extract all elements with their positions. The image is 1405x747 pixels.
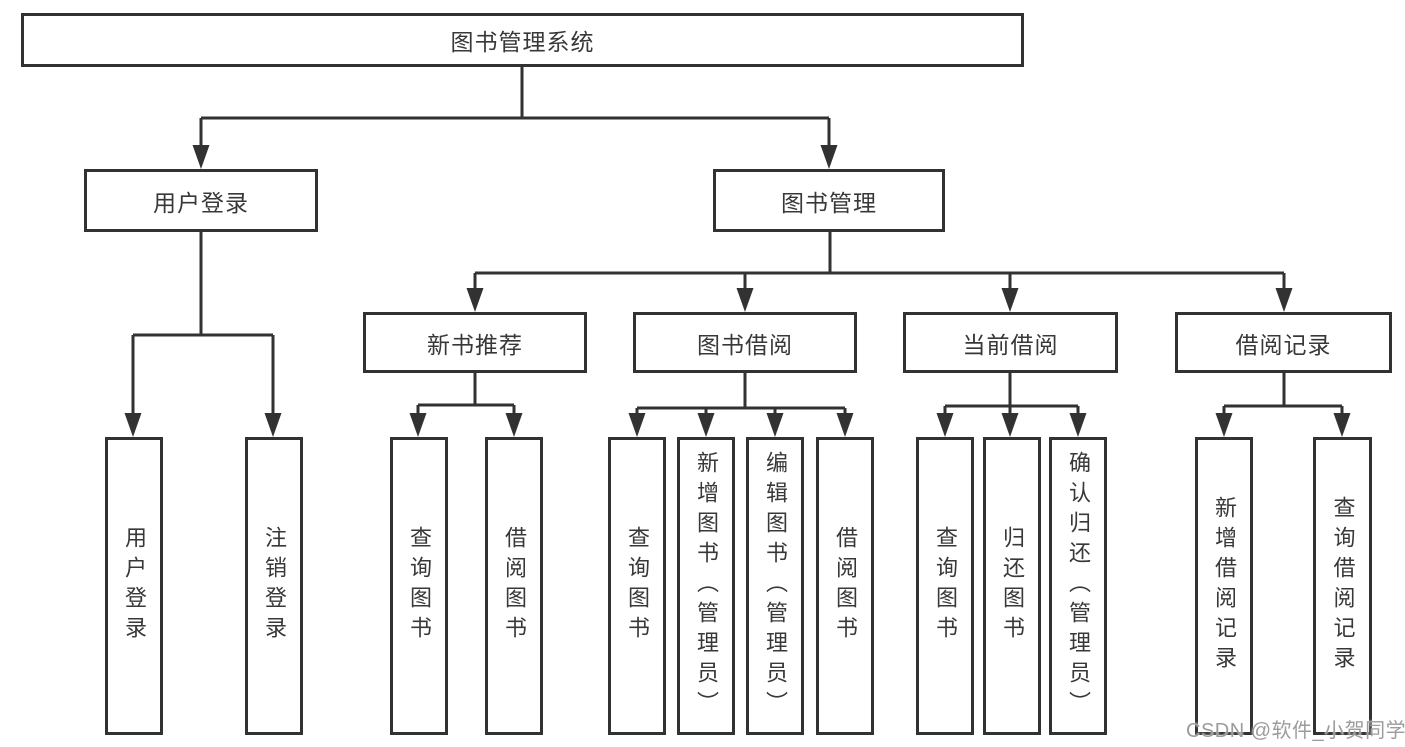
leaf-label: 编辑图书（管理员）	[763, 451, 788, 721]
node-label: 用户登录	[153, 189, 249, 216]
edge-bookmgmt-to-level3	[466, 232, 1293, 312]
node-borrow-record: 借阅记录	[1175, 312, 1392, 373]
node-user-login: 用户登录	[84, 169, 318, 232]
leaf-add-borrow-record: 新增借阅记录	[1195, 437, 1253, 735]
node-label: 图书管理	[781, 189, 877, 216]
node-book-management: 图书管理	[713, 169, 945, 232]
node-current-borrow: 当前借阅	[903, 312, 1118, 373]
leaf-add-book-admin: 新增图书（管理员）	[677, 437, 735, 735]
leaf-borrow-book: 借阅图书	[816, 437, 874, 735]
leaf-label: 查询图书	[407, 526, 432, 646]
leaf-label: 新增图书（管理员）	[694, 451, 719, 721]
leaf-label: 查询图书	[933, 526, 958, 646]
node-label: 图书借阅	[697, 331, 793, 358]
leaf-label: 确认归还（管理员）	[1066, 451, 1091, 721]
leaf-label: 查询图书	[625, 526, 650, 646]
leaf-query-borrow-record: 查询借阅记录	[1313, 437, 1372, 735]
edge-currentborrow-children	[936, 373, 1087, 437]
leaf-return-book: 归还图书	[983, 437, 1041, 735]
leaf-confirm-return-admin: 确认归还（管理员）	[1049, 437, 1107, 735]
leaf-query-book-borrow: 查询图书	[608, 437, 666, 735]
node-label: 当前借阅	[962, 331, 1059, 358]
leaf-label: 借阅图书	[502, 526, 527, 646]
edge-root-to-level2	[192, 67, 838, 169]
leaf-label: 注销登录	[262, 526, 287, 646]
node-label: 新书推荐	[427, 331, 523, 358]
node-new-book-recommend: 新书推荐	[363, 312, 587, 373]
edge-borrowrecord-children	[1215, 373, 1351, 437]
leaf-edit-book-admin: 编辑图书（管理员）	[746, 437, 804, 735]
leaf-user-login: 用户登录	[105, 437, 163, 735]
leaf-logout-login: 注销登录	[245, 437, 303, 735]
node-system-root: 图书管理系统	[21, 13, 1024, 67]
leaf-borrow-book-recommend: 借阅图书	[485, 437, 543, 735]
edge-bookborrow-children	[628, 373, 854, 437]
leaf-label: 用户登录	[122, 526, 147, 646]
leaf-label: 借阅图书	[833, 526, 858, 646]
edge-newbook-children	[409, 373, 523, 437]
csdn-watermark: CSDN @软件_小贺同学	[1186, 720, 1405, 742]
leaf-query-book-current: 查询图书	[916, 437, 974, 735]
node-book-borrow: 图书借阅	[633, 312, 857, 373]
node-label: 图书管理系统	[450, 29, 595, 55]
leaf-label: 新增借阅记录	[1212, 496, 1237, 676]
leaf-query-book-recommend: 查询图书	[390, 437, 448, 735]
edge-userlogin-children	[124, 232, 282, 437]
leaf-label: 归还图书	[1000, 526, 1025, 646]
leaf-label: 查询借阅记录	[1330, 496, 1356, 676]
node-label: 借阅记录	[1235, 331, 1332, 358]
